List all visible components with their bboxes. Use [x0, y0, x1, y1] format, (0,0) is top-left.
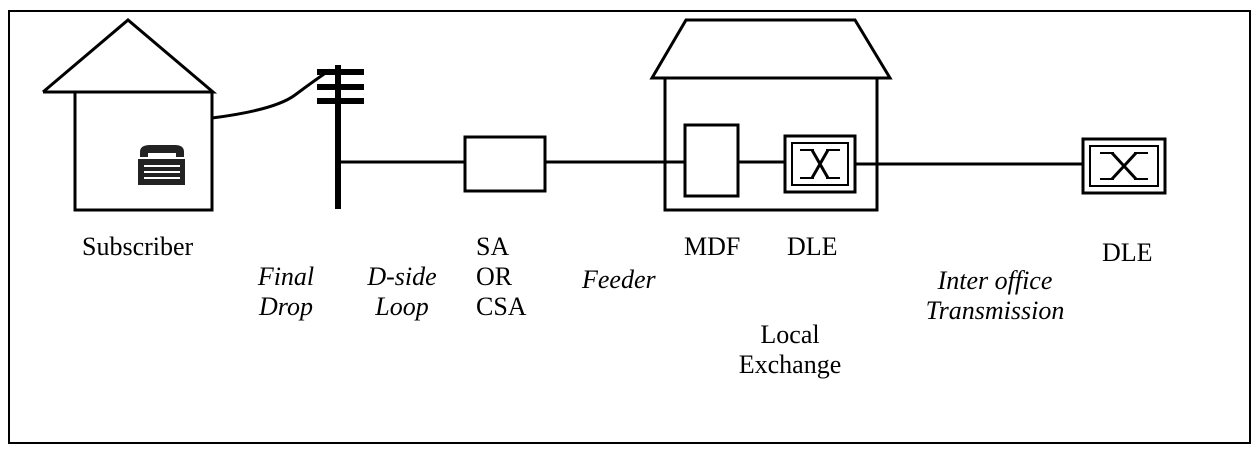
- local-exchange-label-line1: Local: [700, 320, 880, 350]
- or-label-line: OR: [476, 262, 527, 292]
- final-drop-label-line2: Drop: [246, 292, 326, 322]
- sa-csa-label: SA OR CSA: [476, 232, 527, 322]
- inter-office-label-line2: Transmission: [915, 296, 1075, 326]
- local-dle-label: DLE: [787, 232, 838, 262]
- local-exchange-label: Local Exchange: [700, 320, 880, 380]
- final-drop-wire: [212, 70, 330, 118]
- mdf-label: MDF: [684, 232, 740, 262]
- local-dle-switch-icon: [785, 136, 855, 192]
- sa-label-line: SA: [476, 232, 527, 262]
- local-exchange-label-line2: Exchange: [700, 350, 880, 380]
- d-side-loop-label-line2: Loop: [352, 292, 452, 322]
- inter-office-label-line1: Inter office: [915, 266, 1075, 296]
- inter-office-label: Inter office Transmission: [915, 266, 1075, 326]
- csa-label-line: CSA: [476, 292, 527, 322]
- utility-pole-icon: [317, 65, 364, 209]
- final-drop-label-line1: Final: [246, 262, 326, 292]
- d-side-loop-label-line1: D-side: [352, 262, 452, 292]
- d-side-loop-label: D-side Loop: [352, 262, 452, 322]
- final-drop-label: Final Drop: [246, 262, 326, 322]
- sa-csa-box: [465, 137, 545, 191]
- mdf-box: [685, 125, 738, 196]
- feeder-label: Feeder: [582, 265, 656, 295]
- remote-dle-label: DLE: [1102, 238, 1153, 268]
- subscriber-house-icon: [43, 20, 213, 210]
- subscriber-label: Subscriber: [82, 232, 193, 262]
- telephone-icon: [138, 145, 185, 185]
- remote-dle-switch-icon: [1083, 139, 1165, 193]
